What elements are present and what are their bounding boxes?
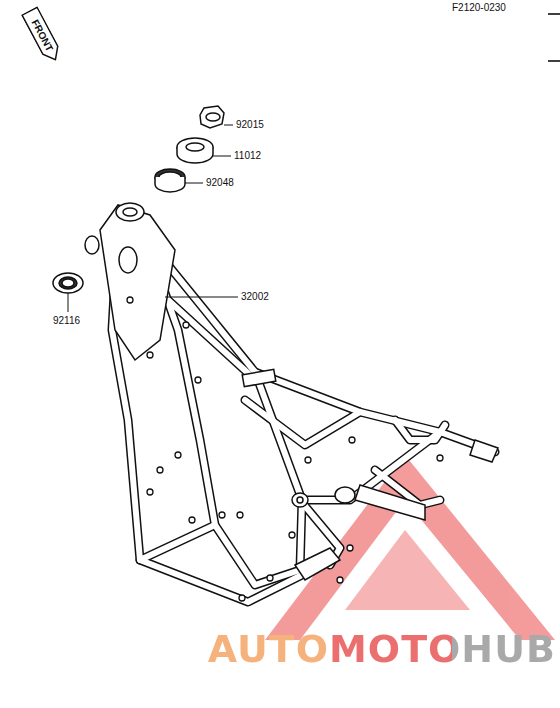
- callout-number: 92048: [206, 177, 234, 189]
- callout-number: 32002: [241, 291, 269, 303]
- callout-number: 92116: [53, 315, 80, 327]
- watermark-logo: [265, 455, 555, 640]
- callout-number: 92015: [236, 119, 264, 131]
- figure-code: F2120-0230: [452, 2, 506, 14]
- front-arrow: FRONT: [21, 6, 65, 65]
- watermark: AUTOMOTOHUB: [208, 627, 556, 671]
- callout-number: 11012: [234, 150, 261, 162]
